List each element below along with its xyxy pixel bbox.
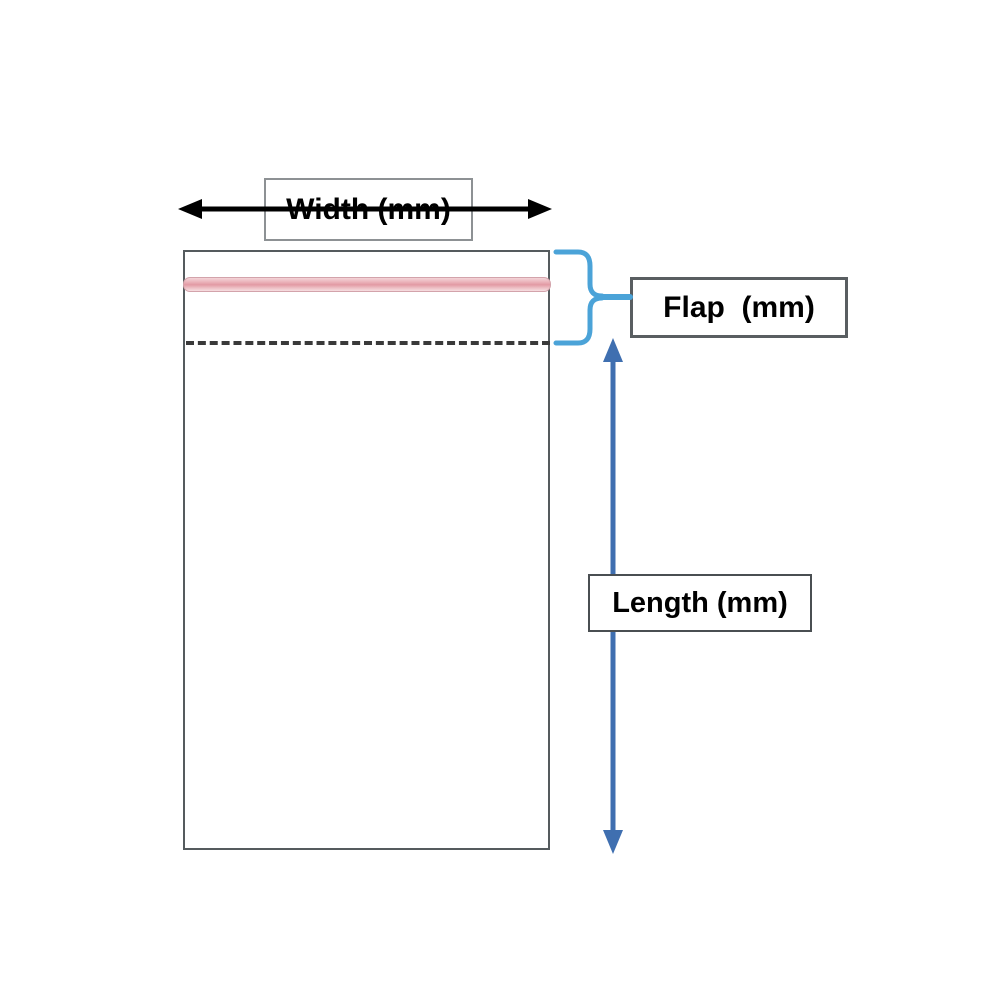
adhesive-seal-strip	[183, 277, 551, 292]
width-arrow-head-right	[528, 199, 552, 219]
width-arrow-head-left	[178, 199, 202, 219]
dashed-fold-line	[186, 341, 550, 345]
length-arrow-head-top	[603, 338, 623, 362]
flap-brace	[553, 249, 633, 346]
label-width: Width (mm)	[264, 178, 473, 241]
label-length: Length (mm)	[588, 574, 812, 632]
label-flap: Flap (mm)	[630, 277, 848, 338]
bag-outline	[183, 250, 550, 850]
length-arrow-head-bottom	[603, 830, 623, 854]
